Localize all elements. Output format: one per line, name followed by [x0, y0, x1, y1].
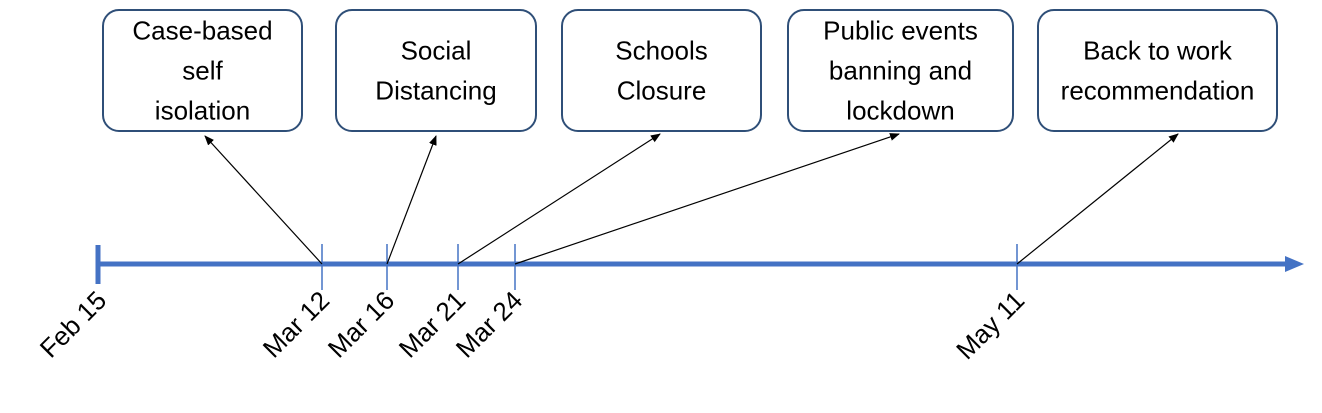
event-box-text-line: Distancing: [375, 76, 496, 106]
event-box-frame: [561, 9, 762, 132]
connector-arrow-mar-24: [514, 133, 900, 265]
event-box-mar-12: Case-based self isolation: [102, 9, 303, 132]
date-label-mar-16: Mar 16: [322, 285, 400, 363]
event-box-frame: [335, 9, 537, 132]
date-label-mar-12: Mar 12: [257, 285, 335, 363]
event-box-text-line: Schools: [615, 36, 708, 66]
event-box-text-line: Public events: [823, 16, 978, 46]
date-label-may-11: May 11: [950, 285, 1030, 365]
connector-arrow-may-11: [1016, 133, 1179, 265]
event-box-text-line: Case-based: [132, 16, 272, 46]
event-box-text-line: self: [182, 56, 223, 86]
start-date-label: Feb 15: [34, 285, 112, 363]
event-box-mar-24: Public events banning and lockdown: [787, 9, 1014, 132]
event-box-text-line: isolation: [155, 96, 250, 126]
event-box-text-line: Closure: [617, 76, 707, 106]
event-box-frame: [102, 9, 303, 132]
event-box-frame: [1037, 9, 1278, 132]
connector-arrow-mar-12: [204, 135, 323, 265]
event-box-may-11: Back to work recommendation: [1037, 9, 1278, 132]
timeline-arrowhead: [1285, 256, 1304, 272]
event-box-text-line: Back to work: [1083, 36, 1233, 66]
event-box-text-line: recommendation: [1061, 76, 1255, 106]
connector-arrow-mar-16: [386, 135, 437, 265]
event-box-text-line: banning and: [829, 56, 972, 86]
connector-arrow-mar-21: [457, 133, 661, 265]
event-box-frame: [787, 9, 1014, 132]
event-box-text-line: Social: [401, 36, 472, 66]
event-box-text-line: lockdown: [846, 96, 954, 126]
